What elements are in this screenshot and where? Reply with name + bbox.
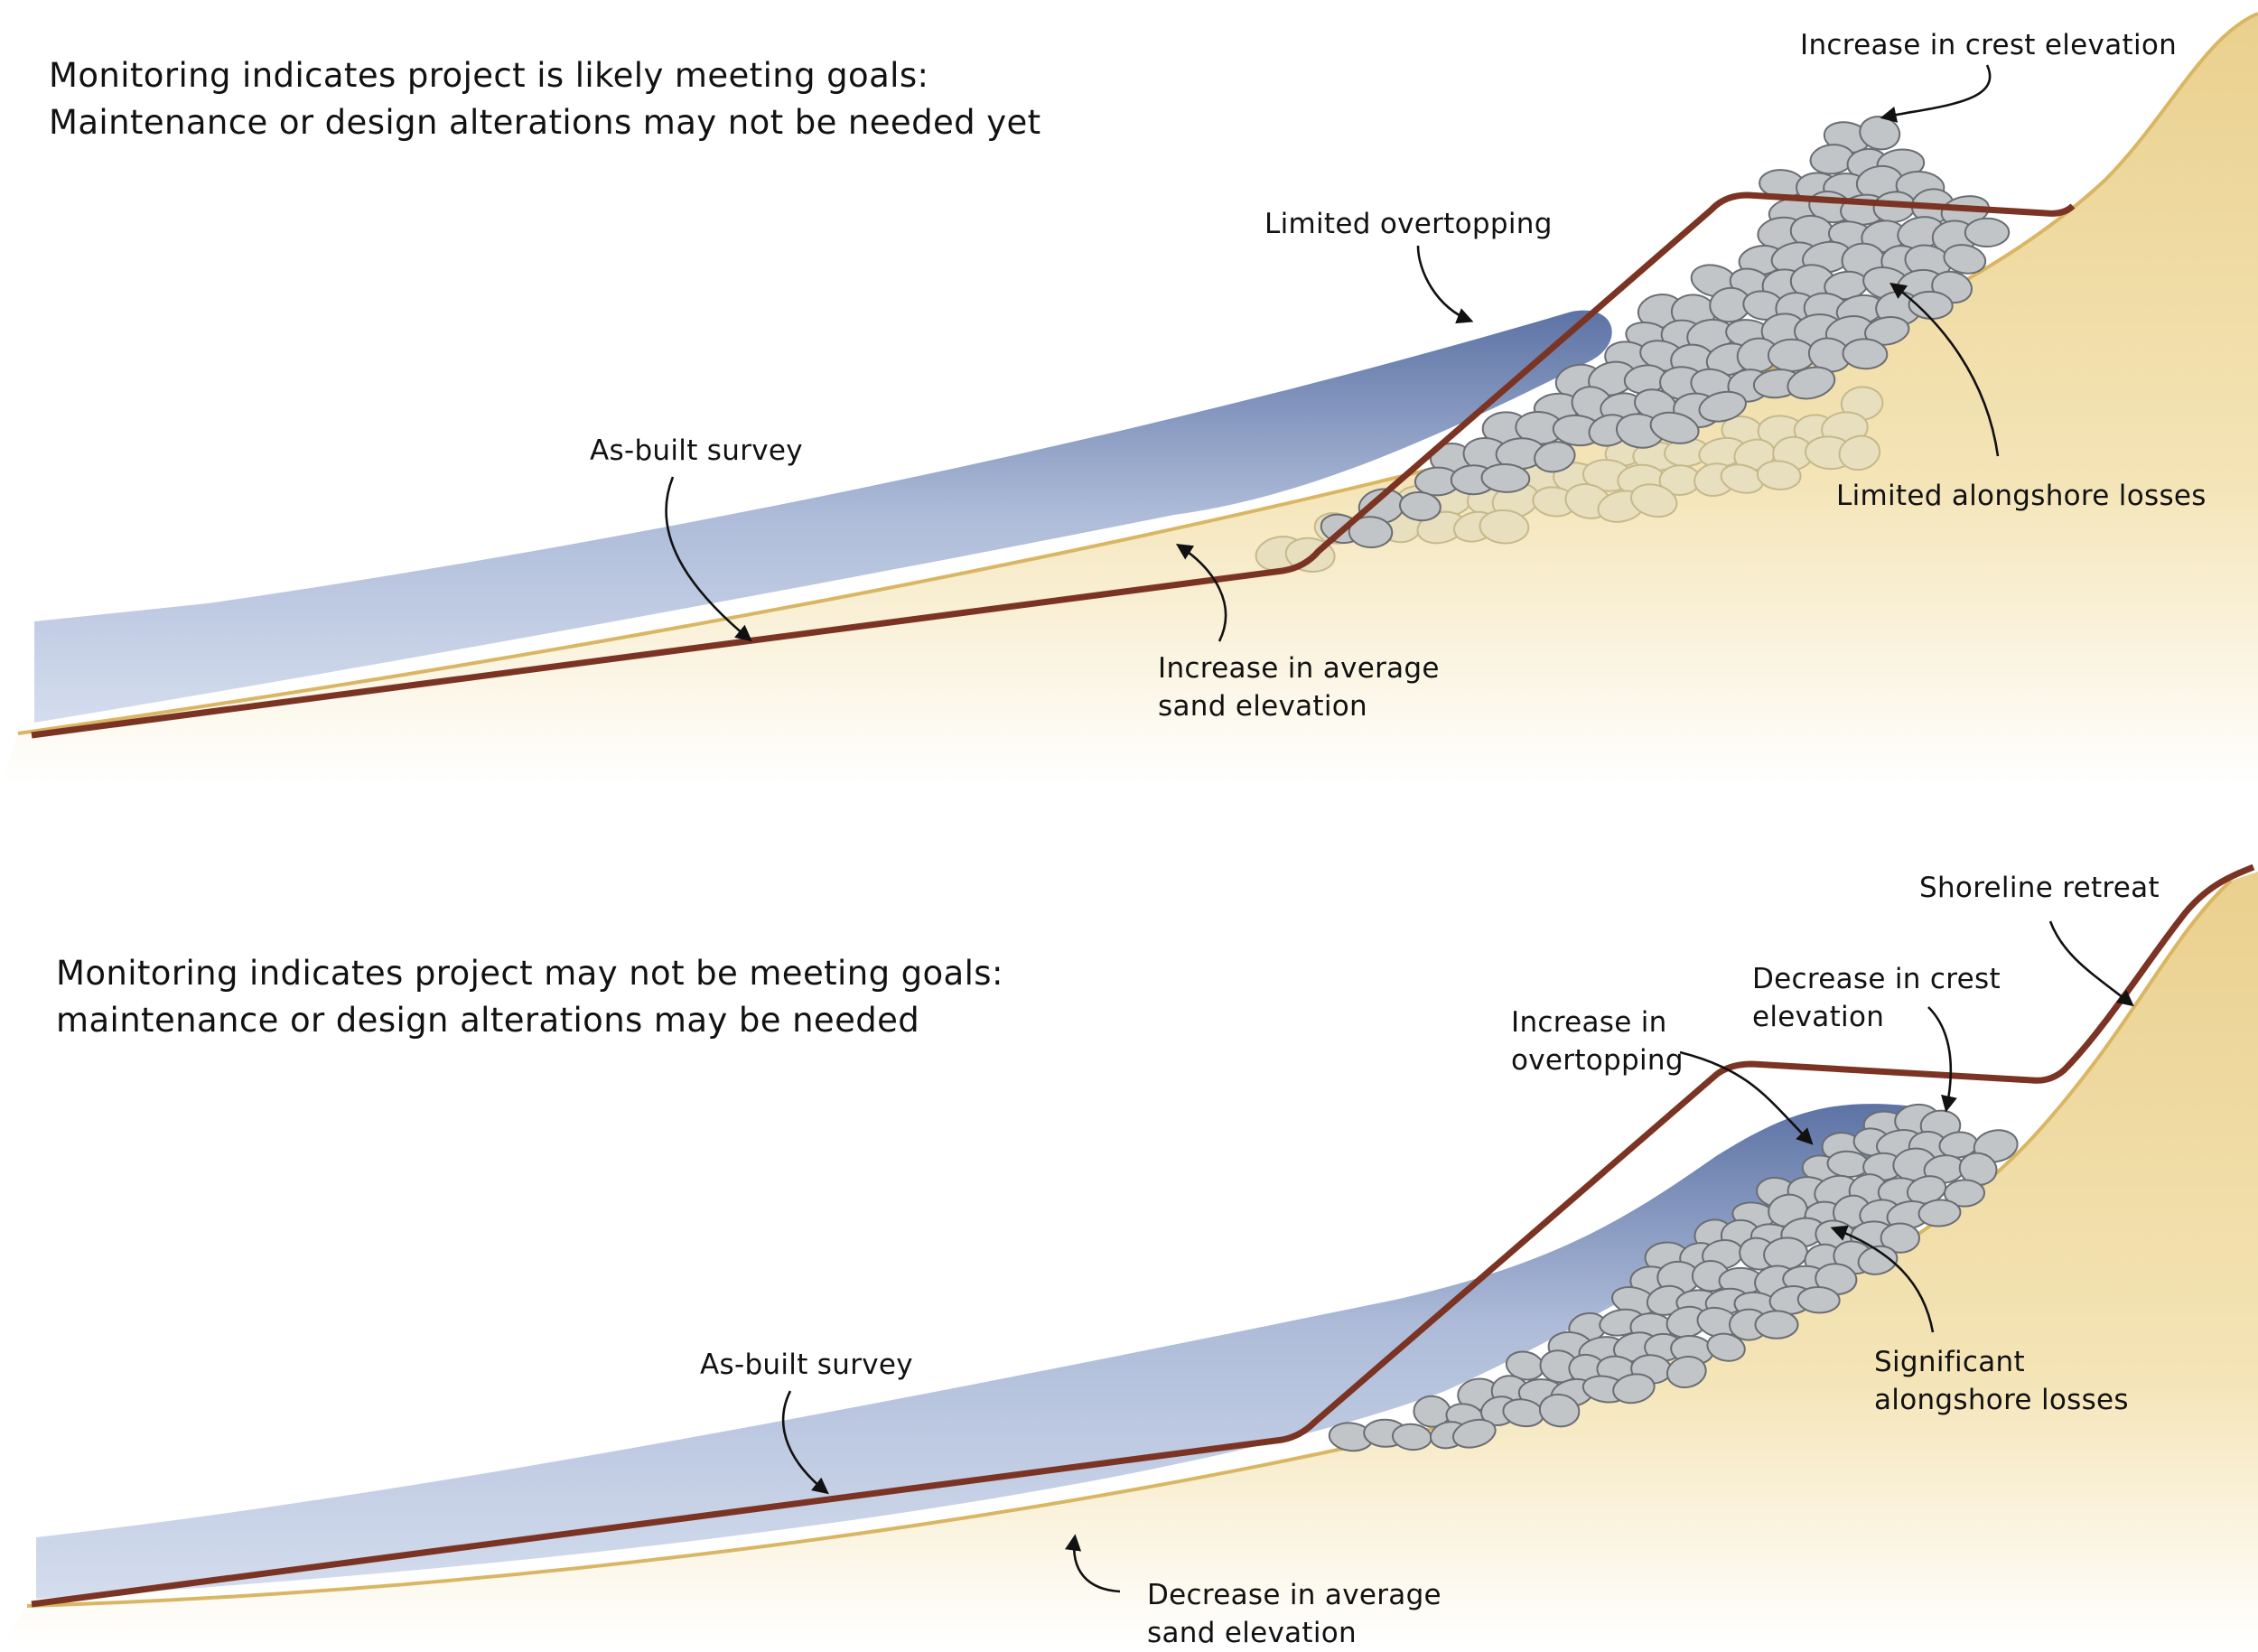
top-cobble-revetment bbox=[1255, 116, 2011, 573]
label-decrease-sand-elevation: Decrease in average sand elevation bbox=[1147, 1576, 1442, 1652]
cobble-stone bbox=[1706, 1332, 1746, 1362]
label-increase-sand-elevation: Increase in average sand elevation bbox=[1158, 649, 1440, 725]
arrow-bottom-shoreline bbox=[2048, 920, 2134, 1007]
top-title-line1: Monitoring indicates project is likely m… bbox=[49, 56, 929, 95]
arrow-bottom-overtopping bbox=[1679, 1050, 1814, 1145]
top-sand-line1: Increase in average bbox=[1158, 652, 1440, 685]
arrow-bottom-as-built bbox=[781, 1390, 829, 1495]
cobble-stone bbox=[1451, 1418, 1497, 1449]
label-limited-alongshore-losses: Limited alongshore losses bbox=[1836, 480, 2207, 512]
cobble-stone bbox=[1756, 460, 1802, 490]
cobble-stone bbox=[1880, 1222, 1920, 1254]
cobble-stone bbox=[1538, 1393, 1581, 1428]
cobble-stone bbox=[1944, 1179, 1985, 1208]
cobble-stone bbox=[1787, 366, 1836, 400]
cobble-stone bbox=[1796, 1285, 1841, 1314]
cobble-stone bbox=[1864, 316, 1910, 346]
cobble-stone bbox=[1479, 509, 1530, 545]
cobble-stone bbox=[1754, 1310, 1799, 1339]
cobble-stone bbox=[1398, 491, 1442, 522]
arrow-top-crest bbox=[1880, 64, 1992, 123]
arrow-top-alongshore bbox=[1889, 282, 2000, 457]
bottom-water-body bbox=[36, 1104, 1953, 1599]
cobble-stone bbox=[1649, 411, 1700, 444]
cobble-stone bbox=[1666, 1355, 1707, 1389]
bottom-crest-line1: Decrease in crest bbox=[1752, 963, 2001, 995]
arrow-top-sand bbox=[1175, 544, 1227, 642]
arrow-top-as-built bbox=[665, 476, 752, 642]
cobble-stone bbox=[1964, 217, 2011, 248]
bottom-sand-line2: sand elevation bbox=[1147, 1617, 1358, 1649]
cobble-stone bbox=[1480, 462, 1531, 493]
bottom-crest-line2: elevation bbox=[1752, 1001, 1885, 1033]
top-water-body bbox=[34, 310, 1612, 723]
arrow-bottom-crest bbox=[1927, 1006, 1957, 1113]
arrow-top-overtopping bbox=[1416, 245, 1474, 324]
cobble-stone bbox=[1612, 1373, 1656, 1405]
top-sand-beach bbox=[0, 14, 2258, 786]
bottom-panel-title: Monitoring indicates project may not be … bbox=[56, 950, 1003, 1044]
arrow-bottom-sand bbox=[1065, 1534, 1121, 1593]
top-as-built-survey-line bbox=[31, 191, 2076, 739]
panel-top bbox=[0, 12, 2258, 786]
cobble-stone bbox=[1534, 441, 1576, 473]
bottom-title-line1: Monitoring indicates project may not be … bbox=[56, 954, 1003, 993]
bottom-overtopping-line2: overtopping bbox=[1511, 1044, 1684, 1077]
bottom-sand-beach bbox=[0, 872, 2258, 1644]
bottom-cobble-revetment bbox=[1328, 1103, 2019, 1452]
top-title-line2: Maintenance or design alterations may no… bbox=[49, 103, 1041, 142]
label-bottom-as-built-survey: As-built survey bbox=[700, 1349, 913, 1381]
label-significant-alongshore-losses: Significant alongshore losses bbox=[1874, 1343, 2129, 1419]
bottom-sand-line1: Decrease in average bbox=[1147, 1579, 1442, 1611]
bottom-as-built-survey-line bbox=[31, 863, 2255, 1608]
cobble-stone bbox=[1698, 390, 1747, 423]
cobble-stone bbox=[1842, 338, 1889, 370]
top-panel-title: Monitoring indicates project is likely m… bbox=[49, 52, 1041, 146]
top-sand-line2: sand elevation bbox=[1158, 690, 1368, 723]
cobble-stone bbox=[1630, 483, 1678, 518]
cobble-stone bbox=[1838, 434, 1881, 471]
label-top-as-built-survey: As-built survey bbox=[590, 434, 803, 467]
bottom-overtopping-line1: Increase in bbox=[1511, 1006, 1667, 1039]
arrow-bottom-alongshore bbox=[1830, 1225, 1935, 1333]
bottom-alongshore-line1: Significant bbox=[1874, 1346, 2025, 1378]
label-increase-overtopping: Increase in overtopping bbox=[1511, 1003, 1684, 1079]
cobble-stone bbox=[1943, 244, 1987, 275]
cobble-stone bbox=[1348, 516, 1394, 549]
bottom-title-line2: maintenance or design alterations may be… bbox=[56, 1001, 920, 1040]
label-shoreline-retreat: Shoreline retreat bbox=[1919, 872, 2160, 904]
label-increase-crest-elevation: Increase in crest elevation bbox=[1800, 29, 2178, 61]
panel-bottom bbox=[0, 863, 2258, 1644]
label-limited-overtopping: Limited overtopping bbox=[1264, 208, 1553, 240]
annotation-arrows bbox=[665, 64, 2134, 1593]
label-decrease-crest-elevation: Decrease in crest elevation bbox=[1752, 960, 2001, 1036]
cobble-stone bbox=[1767, 338, 1816, 372]
cobble-stone bbox=[1917, 1199, 1962, 1227]
cobble-stone bbox=[1857, 1245, 1899, 1275]
bottom-alongshore-line2: alongshore losses bbox=[1874, 1384, 2129, 1416]
